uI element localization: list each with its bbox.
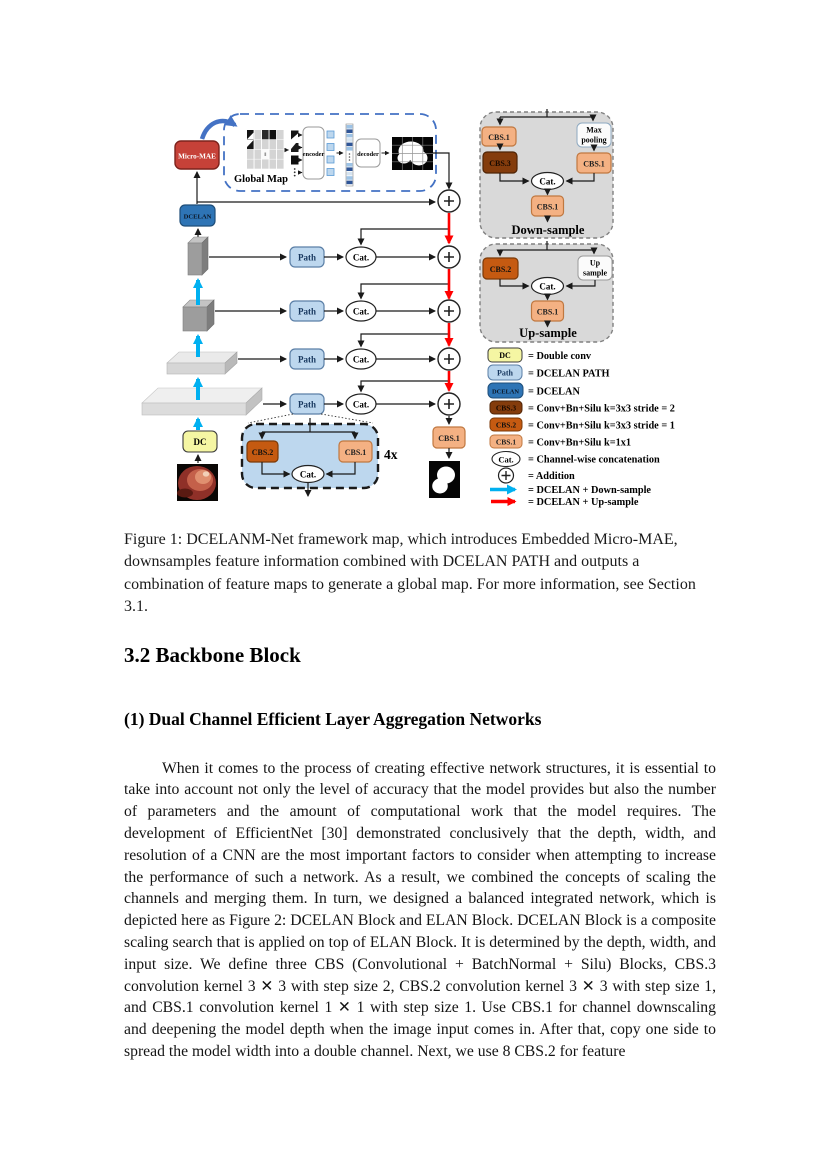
feature-block-1 [187, 236, 209, 276]
path-label: Path [298, 307, 316, 317]
legend-path-label: Path [497, 369, 514, 378]
feature-block-4 [141, 387, 263, 416]
legend-desc: = DCELAN + Down-sample [528, 485, 651, 496]
token-strip [345, 123, 354, 187]
masked-patches [291, 130, 303, 177]
legend-desc: = Conv+Bn+Silu k=3x3 stride = 2 [528, 404, 675, 415]
up-sample-box-label: sample [583, 269, 607, 278]
path-label: Path [298, 400, 316, 410]
cat-label: Cat. [300, 470, 316, 480]
body-paragraph: When it comes to the process of creating… [124, 759, 716, 1061]
cbs1-label: CBS.1 [488, 133, 510, 142]
cbs3-label: CBS.3 [489, 159, 511, 168]
legend-cbs1-label: CBS.1 [496, 438, 516, 447]
decoder-box [355, 138, 381, 168]
output-mask-image [429, 461, 460, 498]
mae-curved-arrow [199, 115, 238, 140]
legend-desc: = DCELAN PATH [528, 369, 610, 380]
figure-legend: DC = Double conv Path = DCELAN PATH DCEL… [487, 347, 675, 508]
cbs1-label: CBS.1 [583, 160, 605, 169]
legend-cat-swatch [491, 450, 521, 468]
legend-desc: = Channel-wise concatenation [528, 455, 660, 466]
cat-label: Cat. [539, 177, 555, 187]
section-heading: 3.2 Backbone Block [124, 643, 301, 668]
figure-1-diagram: Global Map encoder [141, 109, 675, 508]
legend-addition-swatch [497, 467, 515, 484]
stage-to-path-arrows [209, 253, 287, 408]
global-map-image [247, 130, 284, 169]
encoder-box [302, 126, 325, 180]
up-sample-title: Up-sample [519, 326, 577, 340]
path-label: Path [298, 253, 316, 263]
legend-dcelan-label: DCELAN [492, 389, 519, 396]
legend-cbs2-swatch [489, 417, 523, 432]
max-pooling-label: Max [586, 126, 602, 135]
dc-label: DC [194, 437, 207, 447]
legend-cat-label: Cat. [498, 455, 513, 465]
cbs1-label: CBS.1 [537, 203, 559, 212]
path-label: Path [298, 355, 316, 365]
cat-label: Cat. [539, 282, 555, 292]
legend-dc-label: DC [499, 351, 511, 360]
feature-block-3 [166, 351, 238, 375]
legend-desc: = Addition [528, 471, 575, 482]
cat-label: Cat. [353, 355, 369, 365]
legend-desc: = Conv+Bn+Silu k=1x1 [528, 438, 631, 449]
path-row-4: Path Cat. [289, 393, 436, 415]
cat-label: Cat. [353, 253, 369, 263]
cat-label: Cat. [353, 400, 369, 410]
down-sample-title: Down-sample [512, 223, 585, 237]
encoder-label: encoder [303, 151, 325, 158]
feedback-branches [357, 228, 449, 393]
subsection-heading: (1) Dual Channel Efficient Layer Aggrega… [124, 708, 542, 729]
cbs2-label: CBS.2 [490, 265, 512, 274]
legend-dc-swatch [487, 347, 523, 363]
micro-mae-module: Global Map encoder [199, 113, 437, 192]
legend-cbs2-label: CBS.2 [496, 421, 516, 430]
decoder-label: decoder [357, 151, 379, 158]
cbs2-label: CBS.2 [252, 448, 274, 457]
micro-mae-label: Micro-MAE [178, 153, 216, 161]
path-row-1: Path Cat. [289, 246, 436, 268]
cbs1-label: CBS.1 [537, 308, 559, 317]
cbs1-label: CBS.1 [438, 434, 460, 443]
dcelan-block [179, 204, 216, 227]
legend-desc: = DCELAN [528, 387, 580, 398]
down-sample-module: CBS.1 Max pooling CBS.3 CBS.1 Cat. CBS.1… [479, 109, 614, 239]
max-pooling-label: pooling [581, 136, 606, 145]
reconstructed-map-image [392, 137, 433, 170]
input-endoscopy-image [177, 464, 218, 501]
legend-desc: = Double conv [528, 351, 592, 362]
path-row-2: Path Cat. [289, 300, 436, 322]
legend-desc: = Conv+Bn+Silu k=3x3 stride = 1 [528, 421, 675, 432]
addition-nodes [437, 189, 461, 416]
legend-cbs3-label: CBS.3 [496, 404, 516, 413]
up-sample-box-label: Up [590, 259, 601, 268]
cbs1-label: CBS.1 [345, 448, 367, 457]
dc-block [182, 430, 218, 453]
cat-label: Cat. [353, 307, 369, 317]
up-sample-module: CBS.2 Up sample Cat. CBS.1 Up-sample [479, 241, 614, 343]
legend-dcelan-swatch [487, 382, 524, 399]
legend-cbs1-swatch [489, 434, 523, 449]
global-map-label: Global Map [234, 174, 288, 185]
figure-caption: Figure 1: DCELANM-Net framework map, whi… [124, 531, 696, 616]
micro-mae-block [174, 140, 220, 170]
path-row-3: Path Cat. [289, 348, 436, 370]
legend-desc: = DCELAN + Up-sample [528, 497, 639, 508]
encoded-tokens [326, 130, 335, 176]
elan-expansion: CBS.2 CBS.1 Cat. [240, 413, 380, 497]
legend-cbs3-swatch [489, 400, 523, 415]
dcelan-label: DCELAN [184, 214, 212, 221]
elan-repeat-label: 4x [384, 447, 398, 462]
legend-path-swatch [487, 364, 523, 381]
